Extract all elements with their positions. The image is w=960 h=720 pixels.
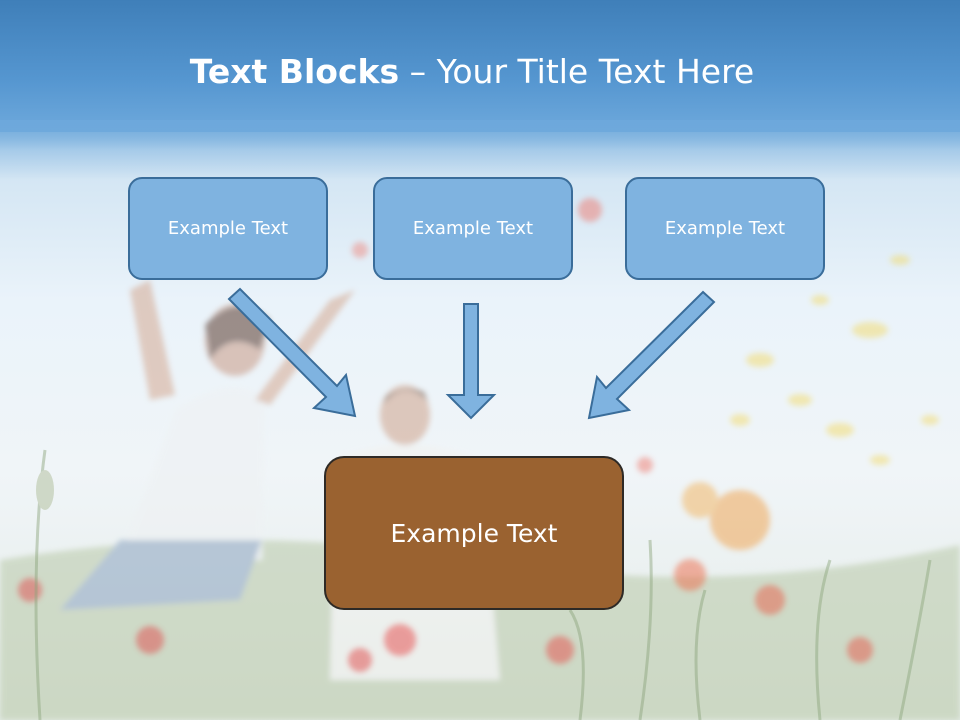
text-block-2-label: Example Text bbox=[412, 218, 534, 239]
title-dash: – bbox=[399, 52, 437, 91]
title-rest: Your Title Text Here bbox=[436, 52, 755, 91]
arrow-right bbox=[587, 290, 716, 420]
arrow-left bbox=[227, 287, 357, 418]
title-band bbox=[0, 0, 960, 132]
text-block-1-label: Example Text bbox=[167, 218, 289, 239]
target-block-label: Example Text bbox=[390, 518, 558, 548]
text-block-2[interactable]: Example Text bbox=[373, 177, 573, 280]
title-band-fade bbox=[0, 120, 960, 180]
title-bold: Text Blocks bbox=[189, 52, 400, 91]
text-block-3[interactable]: Example Text bbox=[625, 177, 825, 280]
text-block-3-label: Example Text bbox=[664, 218, 786, 239]
text-block-1[interactable]: Example Text bbox=[128, 177, 328, 280]
target-block[interactable]: Example Text bbox=[324, 456, 624, 610]
slide-title: Text Blocks – Your Title Text Here bbox=[0, 52, 944, 91]
arrow-middle bbox=[445, 303, 497, 420]
